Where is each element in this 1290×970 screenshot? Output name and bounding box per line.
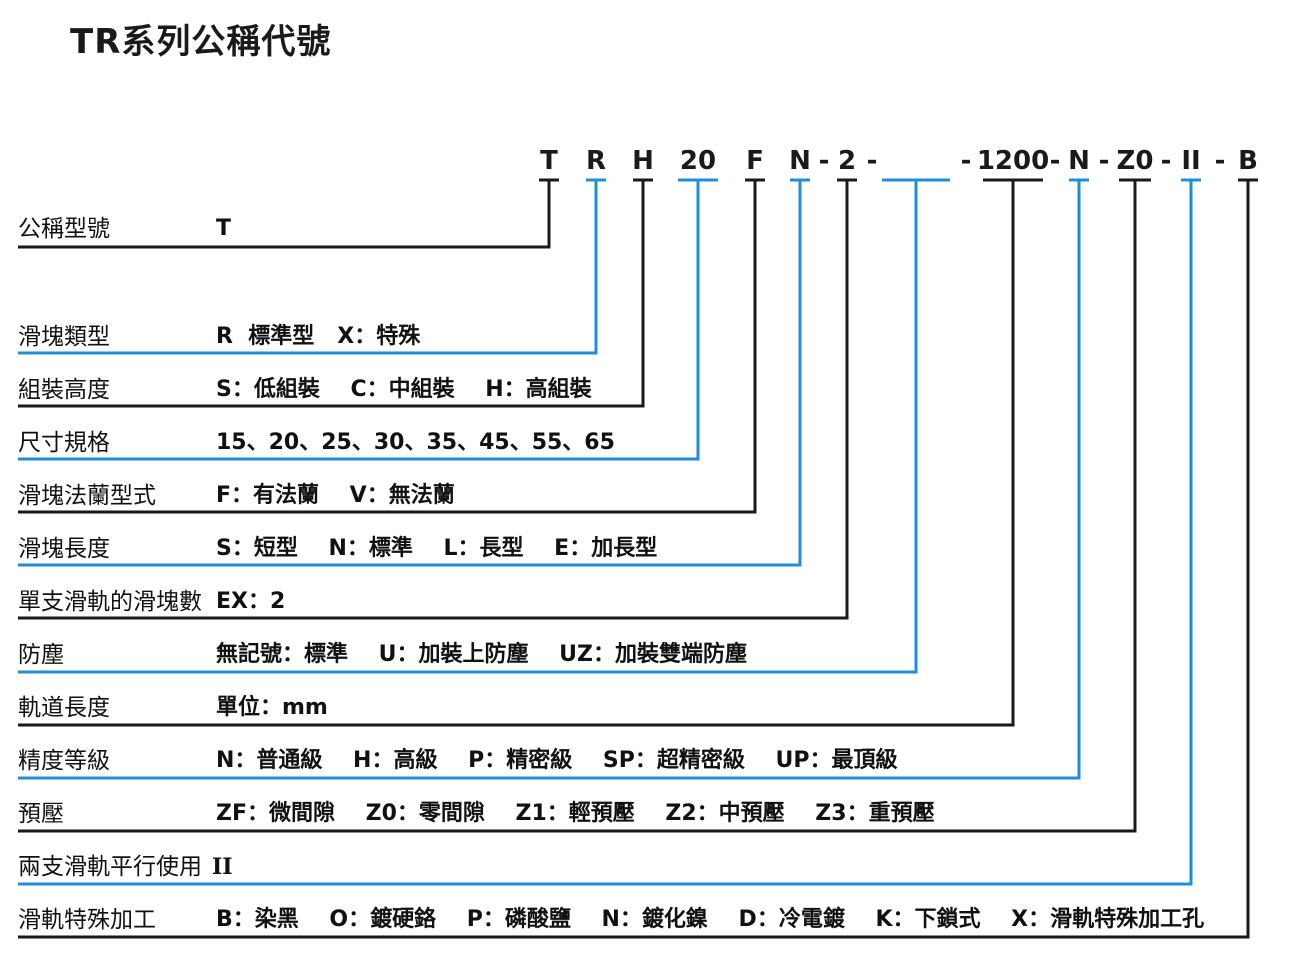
- field-label: 預壓: [18, 801, 64, 827]
- field-description: F：有法蘭 V：無法蘭: [216, 483, 455, 508]
- field-label: 滑軌特殊加工: [18, 907, 156, 933]
- field-description: ZF：微間隙 Z0：零間隙 Z1：輕預壓 Z2：中預壓 Z3：重預壓: [216, 801, 935, 826]
- code-separator: -: [1049, 146, 1061, 176]
- field-description: EX：2: [216, 589, 286, 614]
- field-description: N：普通級 H：高級 P：精密級 SP：超精密級 UP：最頂級: [216, 748, 898, 773]
- field-description: 單位：mm: [216, 695, 328, 720]
- code-separator: -: [1160, 146, 1172, 176]
- code-segment: 1200: [976, 146, 1050, 176]
- code-separator: -: [1098, 146, 1110, 176]
- field-description: 無記號：標準 U：加裝上防塵 UZ：加裝雙端防塵: [216, 642, 747, 667]
- code-segment: H: [632, 146, 654, 176]
- diagram-title: TR系列公稱代號: [70, 22, 332, 62]
- code-segment: II: [1181, 146, 1201, 176]
- field-label: 精度等級: [18, 748, 110, 774]
- field-description: 15、20、25、30、35、45、55、65: [216, 430, 615, 455]
- field-label: 公稱型號: [18, 216, 110, 242]
- field-label: 滑塊法蘭型式: [18, 483, 156, 509]
- code-segment: 2: [837, 146, 857, 176]
- code-segment: Z0: [1116, 146, 1154, 176]
- field-description: S：低組裝 C：中組裝 H：高組裝: [216, 377, 592, 402]
- field-label: 尺寸規格: [18, 430, 110, 456]
- field-label: 單支滑軌的滑塊數: [18, 589, 202, 615]
- code-separator: -: [866, 146, 878, 176]
- code-separator: -: [818, 146, 830, 176]
- field-description: T: [216, 216, 232, 241]
- code-separator: -: [960, 146, 972, 176]
- code-segment: B: [1238, 146, 1258, 176]
- field-label: 滑塊類型: [18, 324, 110, 350]
- code-segment: R: [585, 146, 607, 176]
- code-separator: -: [1214, 146, 1226, 176]
- field-label: 防塵: [18, 642, 64, 668]
- field-label: 兩支滑軌平行使用: [18, 854, 202, 880]
- field-label: 滑塊長度: [18, 536, 110, 562]
- field-description: II: [212, 854, 233, 880]
- field-label: 軌道長度: [18, 695, 110, 721]
- code-segment: N: [789, 146, 811, 176]
- field-description: R 標準型 X：特殊: [216, 324, 421, 349]
- code-segment: T: [540, 146, 558, 176]
- code-segment: F: [746, 146, 764, 176]
- field-label: 組裝高度: [18, 377, 110, 403]
- field-description: B：染黑 O：鍍硬鉻 P：磷酸鹽 N：鍍化鎳 D：冷電鍍 K：下鎖式 X：滑軌特…: [216, 907, 1205, 932]
- field-description: S：短型 N：標準 L：長型 E：加長型: [216, 536, 658, 561]
- code-segment: N: [1068, 146, 1090, 176]
- code-segment: 20: [679, 146, 717, 176]
